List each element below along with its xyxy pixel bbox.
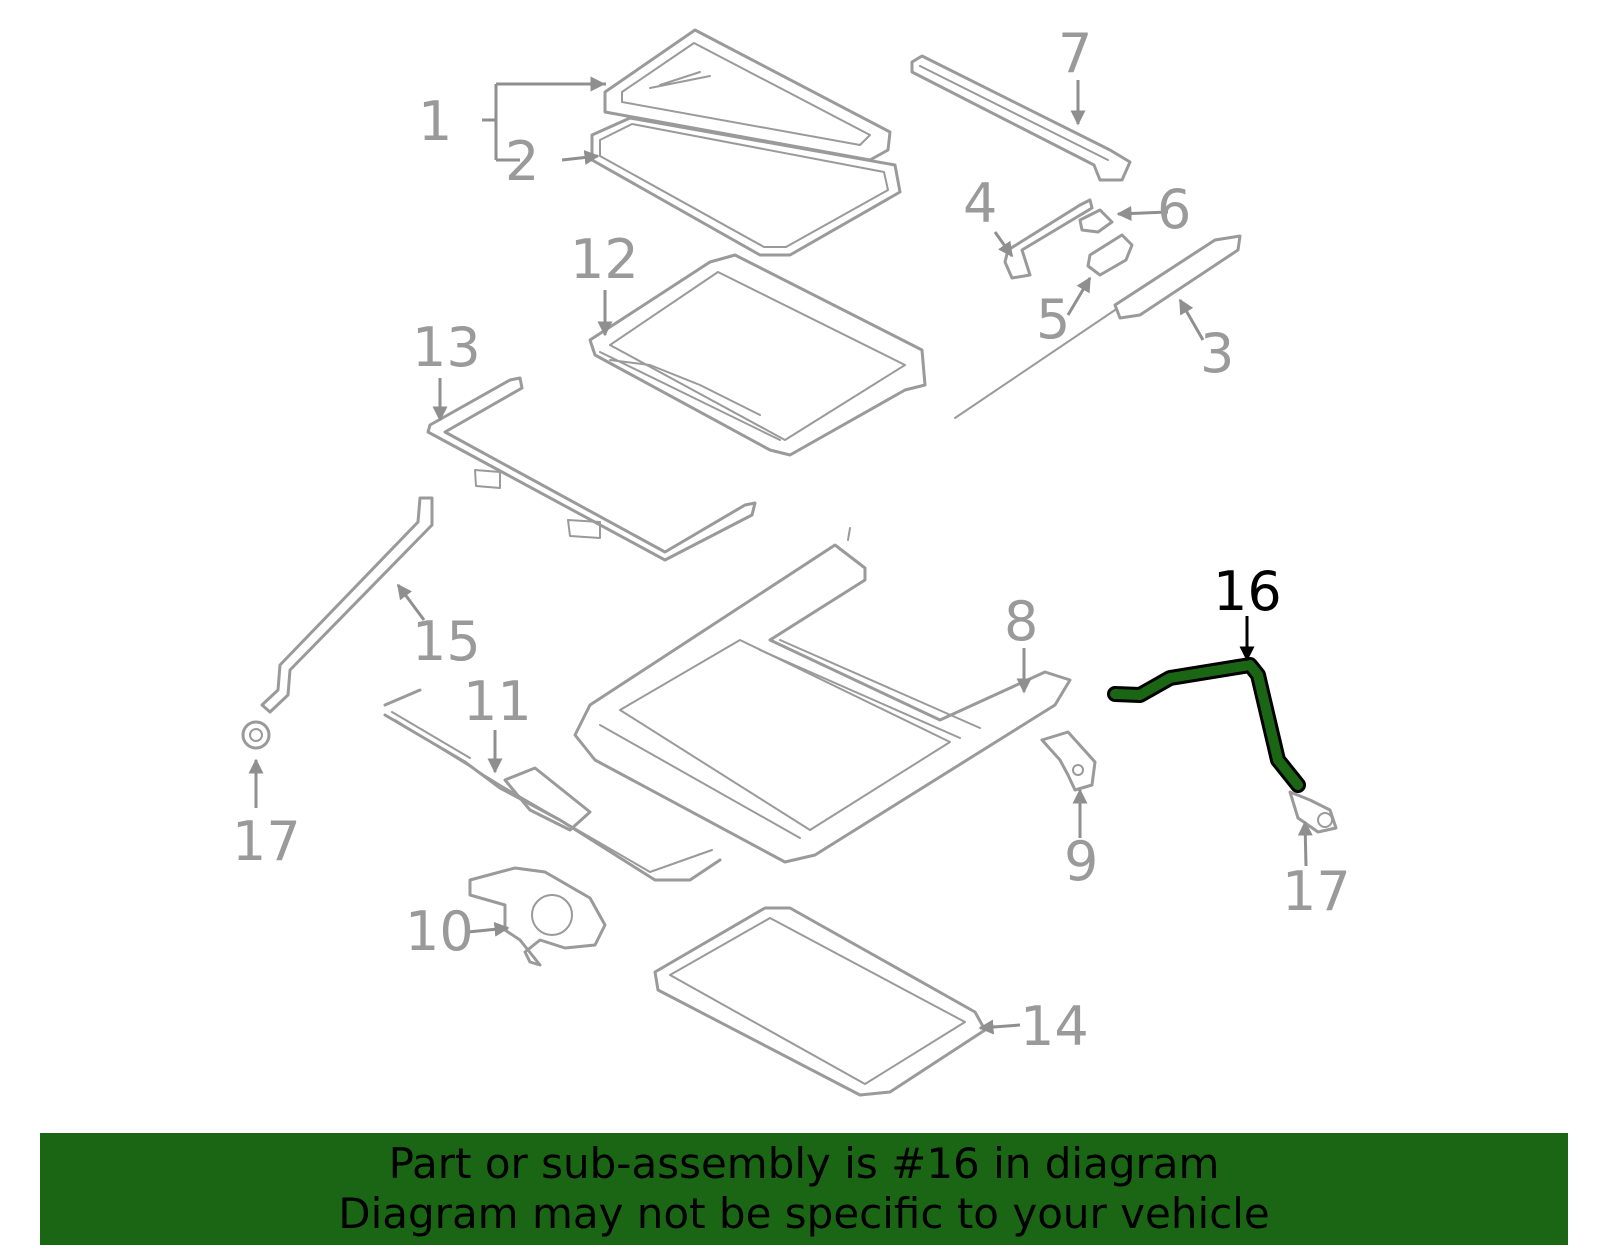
callout-7: 7 xyxy=(1058,22,1092,85)
callout-15: 15 xyxy=(412,610,481,673)
part-10-motor xyxy=(468,866,607,967)
callout-9: 9 xyxy=(1064,830,1098,893)
callout-11: 11 xyxy=(463,670,532,733)
callout-2: 2 xyxy=(505,130,539,193)
info-banner: Part or sub-assembly is #16 in diagram D… xyxy=(40,1133,1568,1245)
part-11-cable-assembly xyxy=(383,688,722,882)
part-5-clip xyxy=(1086,233,1134,277)
part-9-bracket xyxy=(1040,730,1097,792)
banner-line-1: Part or sub-assembly is #16 in diagram xyxy=(388,1139,1220,1188)
callout-4: 4 xyxy=(963,172,997,235)
callout-17-left: 17 xyxy=(232,810,301,873)
callout-14: 14 xyxy=(1020,995,1089,1058)
part-1-glass-panel xyxy=(603,28,892,162)
part-13-frame xyxy=(426,376,757,562)
callout-3: 3 xyxy=(1200,322,1234,385)
callout-leaders xyxy=(248,76,1313,1035)
part-7-rail xyxy=(910,54,1132,182)
callout-10: 10 xyxy=(405,900,474,963)
callout-5: 5 xyxy=(1036,288,1070,351)
part-12-frame xyxy=(588,253,927,457)
callout-8: 8 xyxy=(1004,590,1038,653)
callout-12: 12 xyxy=(570,228,639,291)
callout-17-right: 17 xyxy=(1282,860,1351,923)
part-14-seal xyxy=(653,906,987,1097)
part-15-drain-tube xyxy=(241,496,434,750)
part-2-glass-seal xyxy=(590,116,902,257)
part-17-right-fitting xyxy=(1288,790,1338,834)
banner-line-2: Diagram may not be specific to your vehi… xyxy=(338,1189,1270,1238)
callout-13: 13 xyxy=(412,316,481,379)
callout-1: 1 xyxy=(418,90,452,153)
callout-16: 16 xyxy=(1213,560,1282,623)
part-8-main-frame xyxy=(573,527,1072,864)
part-3-guide-cable xyxy=(954,234,1242,419)
part-4-bracket xyxy=(1003,198,1094,280)
part-16-drain-hose-highlighted xyxy=(1107,657,1306,793)
part-6-clip xyxy=(1078,208,1114,234)
callout-6: 6 xyxy=(1157,178,1191,241)
